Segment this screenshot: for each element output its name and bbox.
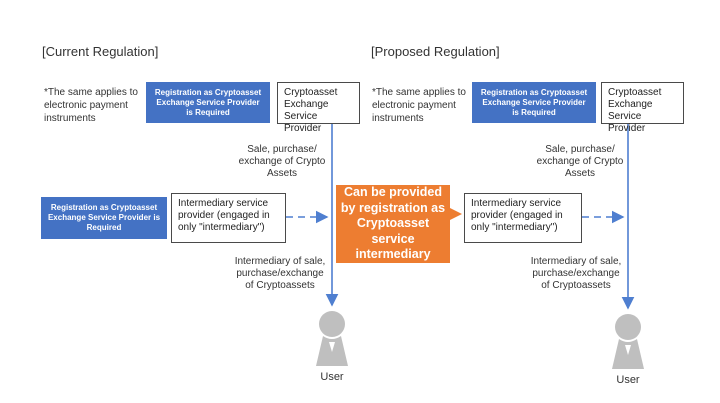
- callout-pointer-arrow: [450, 208, 462, 220]
- proposed-user-icon: [612, 314, 644, 369]
- registration-callout: Can be provided by registration as Crypt…: [336, 185, 450, 263]
- current-intermediary-label: Intermediary of sale, purchase/exchange …: [234, 256, 326, 291]
- proposed-note: *The same applies to electronic payment …: [372, 87, 466, 124]
- current-intermediary-box: Intermediary service provider (engaged i…: [171, 193, 286, 243]
- proposed-user-label: User: [616, 374, 640, 386]
- proposed-intermediary-label: Intermediary of sale, purchase/exchange …: [530, 256, 622, 291]
- current-registration-required-top: Registration as Cryptoasset Exchange Ser…: [146, 82, 270, 123]
- proposed-regulation-title: [Proposed Regulation]: [371, 44, 500, 59]
- proposed-sale-label: Sale, purchase/ exchange of Crypto Asset…: [536, 144, 624, 179]
- current-user-label: User: [320, 371, 344, 383]
- current-sale-label: Sale, purchase/ exchange of Crypto Asset…: [238, 144, 326, 179]
- proposed-intermediary-box: Intermediary service provider (engaged i…: [464, 193, 582, 243]
- current-note: *The same applies to electronic payment …: [44, 87, 138, 124]
- proposed-exchange-provider-box: Cryptoasset Exchange Service Provider: [601, 82, 684, 134]
- current-user-icon: [316, 311, 348, 366]
- proposed-registration-required-top: Registration as Cryptoasset Exchange Ser…: [472, 82, 596, 123]
- current-regulation-title: [Current Regulation]: [42, 44, 159, 59]
- current-exchange-provider-box: Cryptoasset Exchange Service Provider: [277, 82, 360, 134]
- current-registration-required-left: Registration as Cryptoasset Exchange Ser…: [41, 197, 167, 239]
